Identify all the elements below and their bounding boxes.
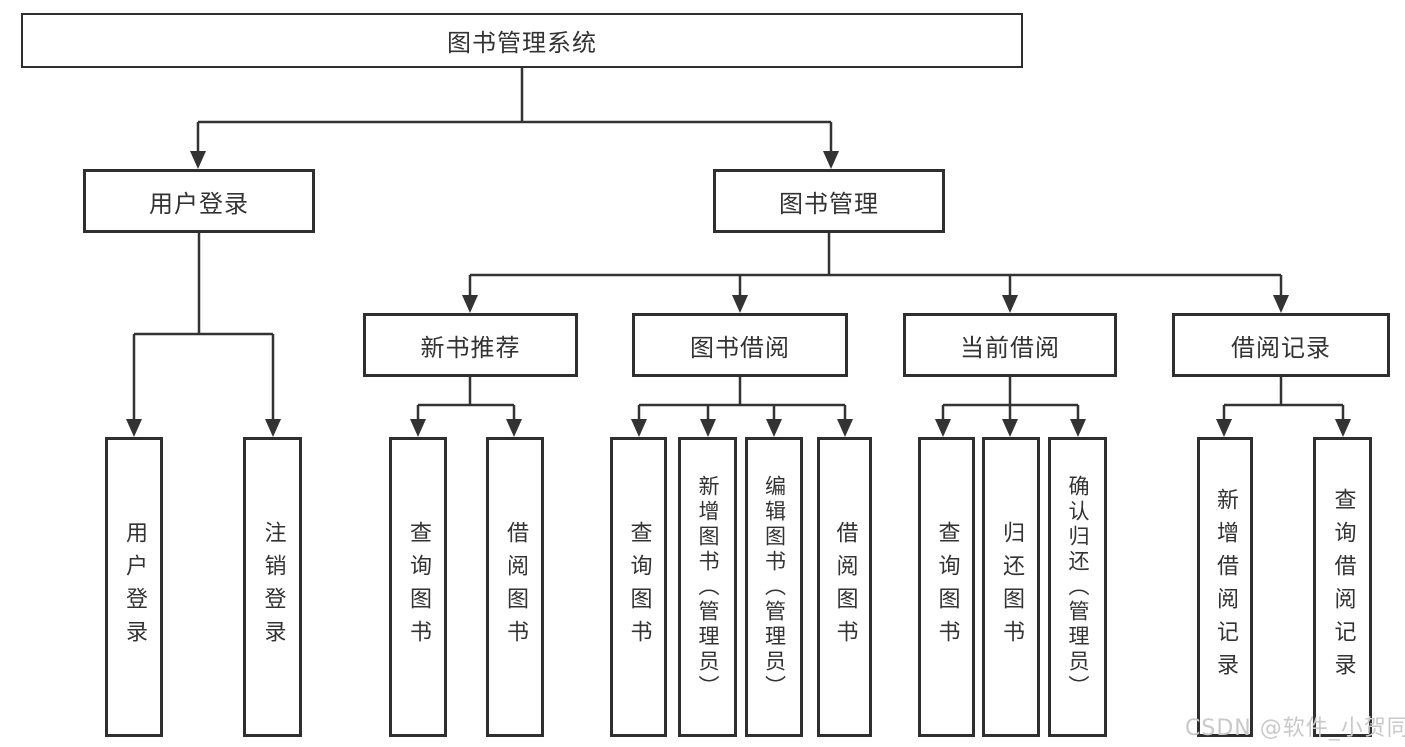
leaf-current-query-books-label: 查询图书 bbox=[934, 521, 960, 653]
node-current-borrow: 当前借阅 bbox=[903, 313, 1117, 377]
leaf-borrow-query-books: 查询图书 bbox=[610, 437, 667, 737]
leaf-recommend-borrow-books: 借阅图书 bbox=[486, 437, 544, 737]
leaf-return-books: 归还图书 bbox=[982, 437, 1040, 737]
leaf-add-books-admin: 新增图书（管理员） bbox=[678, 437, 737, 737]
node-new-book-recommend: 新书推荐 bbox=[363, 313, 578, 377]
node-new-book-recommend-label: 新书推荐 bbox=[420, 333, 521, 362]
leaf-edit-books-admin: 编辑图书（管理员） bbox=[745, 437, 803, 737]
leaf-borrow-books: 借阅图书 bbox=[817, 437, 872, 737]
leaf-logout-label: 注销登录 bbox=[260, 521, 286, 653]
leaf-confirm-return-admin-label: 确认归还（管理员） bbox=[1066, 474, 1090, 700]
node-root-label: 图书管理系统 bbox=[447, 29, 597, 57]
leaf-borrow-books-label: 借阅图书 bbox=[832, 521, 858, 653]
leaf-add-borrow-record-label: 新增借阅记录 bbox=[1213, 488, 1238, 686]
leaf-recommend-borrow-books-label: 借阅图书 bbox=[503, 521, 528, 653]
leaf-query-borrow-record-label: 查询借阅记录 bbox=[1330, 488, 1356, 686]
leaf-user-login: 用户登录 bbox=[105, 437, 163, 737]
node-borrow-records-label: 借阅记录 bbox=[1231, 333, 1331, 362]
leaf-return-books-label: 归还图书 bbox=[999, 521, 1024, 653]
leaf-add-borrow-record: 新增借阅记录 bbox=[1197, 437, 1253, 737]
node-root-system: 图书管理系统 bbox=[21, 13, 1023, 68]
node-user-login: 用户登录 bbox=[83, 169, 315, 233]
node-user-login-label: 用户登录 bbox=[149, 189, 249, 218]
csdn-watermark: CSDN @软件_小贺同学 bbox=[1185, 716, 1405, 741]
leaf-edit-books-admin-label: 编辑图书（管理员） bbox=[762, 474, 787, 700]
leaf-confirm-return-admin: 确认归还（管理员） bbox=[1048, 437, 1107, 737]
node-book-management: 图书管理 bbox=[713, 169, 945, 233]
node-book-borrow-label: 图书借阅 bbox=[690, 333, 790, 362]
leaf-query-borrow-record: 查询借阅记录 bbox=[1313, 437, 1372, 737]
leaf-recommend-query-books-label: 查询图书 bbox=[406, 521, 431, 653]
leaf-add-books-admin-label: 新增图书（管理员） bbox=[696, 474, 720, 700]
leaf-user-login-label: 用户登录 bbox=[122, 521, 147, 653]
leaf-logout: 注销登录 bbox=[243, 437, 302, 737]
node-borrow-records: 借阅记录 bbox=[1172, 313, 1390, 377]
leaf-borrow-query-books-label: 查询图书 bbox=[626, 521, 652, 653]
node-book-management-label: 图书管理 bbox=[779, 189, 879, 218]
leaf-recommend-query-books: 查询图书 bbox=[389, 437, 447, 737]
leaf-current-query-books: 查询图书 bbox=[918, 437, 975, 737]
node-book-borrow: 图书借阅 bbox=[632, 313, 848, 377]
node-current-borrow-label: 当前借阅 bbox=[960, 333, 1060, 362]
